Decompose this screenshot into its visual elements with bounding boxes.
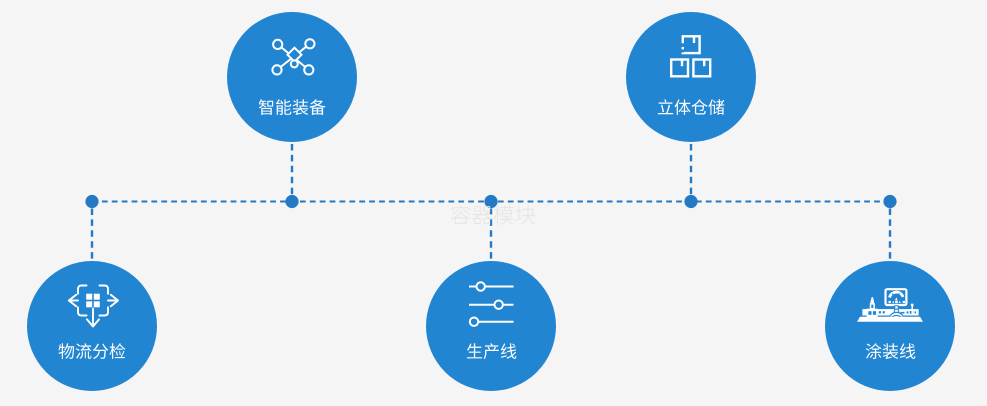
node-production-line[interactable]	[426, 261, 556, 391]
network-nodes-icon	[271, 38, 316, 76]
connector-dot	[484, 194, 498, 209]
node-label	[466, 342, 516, 359]
connector-dot	[684, 194, 698, 209]
node-label	[58, 342, 126, 359]
node-coating-line[interactable]	[825, 261, 955, 391]
control-station-icon	[857, 287, 923, 322]
node-label	[657, 98, 725, 115]
connector-dots	[85, 194, 897, 209]
watermark-text	[450, 205, 536, 225]
node-smart-equipment[interactable]	[227, 12, 357, 142]
node-logistics-sorting[interactable]	[27, 261, 157, 391]
sorting-arrows-icon	[67, 284, 119, 328]
sliders-icon	[468, 281, 514, 327]
node-label	[865, 342, 915, 359]
connector-dot	[883, 194, 897, 209]
connector-dot	[85, 194, 99, 209]
stacked-boxes-icon	[669, 34, 711, 77]
node-label	[258, 98, 326, 115]
connector-dot	[285, 194, 299, 209]
node-stereo-warehouse[interactable]	[626, 12, 756, 142]
